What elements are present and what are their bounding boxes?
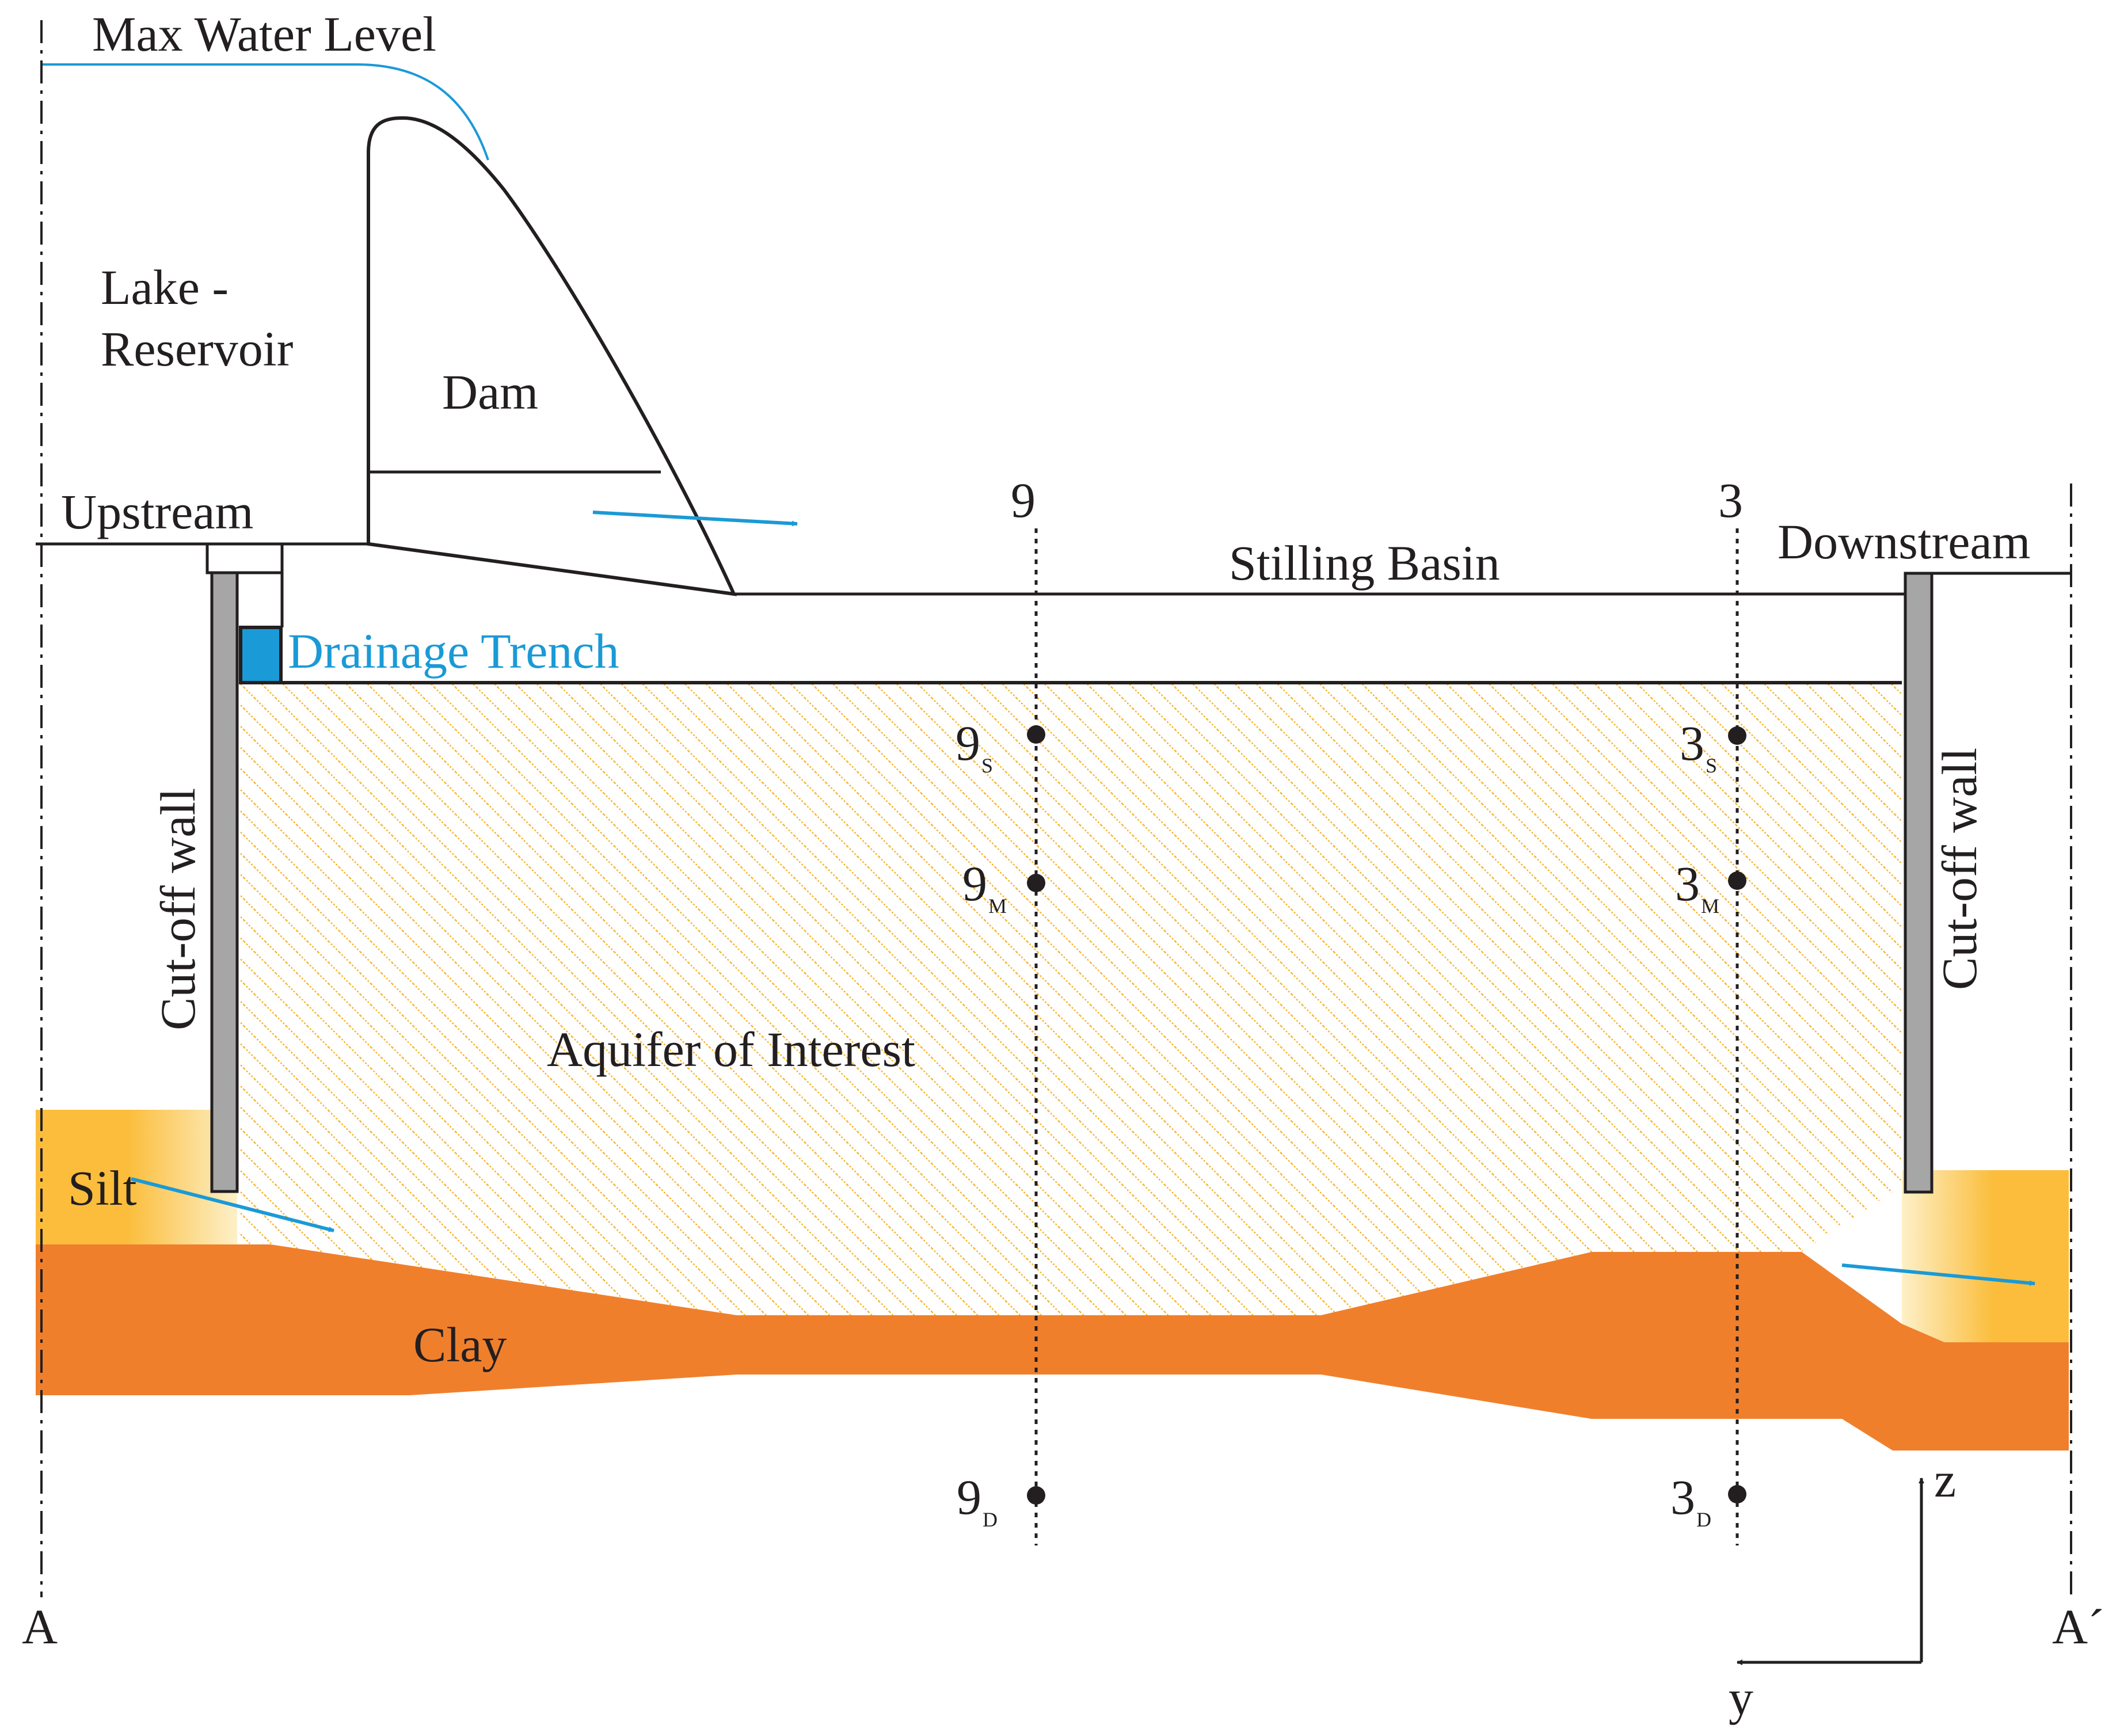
flow-arrow-silt — [131, 1177, 334, 1232]
section-a-prime-label: A´ — [2052, 1599, 2104, 1654]
cutoff-wall-right — [1904, 572, 1933, 1194]
well-point-9d-label: 9D — [957, 1469, 998, 1531]
dam-label: Dam — [442, 364, 538, 420]
drainage-trench-label: Drainage Trench — [288, 623, 619, 679]
flow-arrow-dam — [592, 511, 798, 527]
well-point-9s-label: 9S — [956, 715, 993, 777]
z-axis-label: z — [1934, 1452, 1956, 1507]
aquifer-hatch-region — [239, 683, 1902, 1315]
stilling-basin-label: Stilling Basin — [1229, 535, 1500, 591]
cutoff-wall-right-label: Cut-off wall — [1932, 748, 1987, 990]
drainage-trench — [239, 626, 283, 684]
clay-label: Clay — [413, 1317, 507, 1372]
flow-arrow-downstream — [1841, 1263, 2035, 1286]
max-water-level-line — [41, 63, 489, 161]
silt-layer-left — [36, 1110, 237, 1244]
y-axis-label: y — [1729, 1670, 1753, 1725]
well-point-9m — [1027, 874, 1045, 892]
well-point-3d-label: 3D — [1670, 1469, 1711, 1531]
max-water-level-label: Max Water Level — [92, 6, 436, 62]
well-point-3s-label: 3S — [1680, 715, 1717, 777]
upstream-label: Upstream — [61, 484, 253, 539]
well-9-label: 9 — [1011, 473, 1036, 528]
dam-body — [367, 116, 737, 596]
clay-layer — [36, 1244, 2069, 1451]
silt-layer-right — [1902, 1170, 2069, 1343]
silt-label: Silt — [68, 1160, 137, 1216]
well-point-9s — [1027, 725, 1045, 744]
well-point-9m-label: 9M — [962, 856, 1007, 918]
downstream-label: Downstream — [1778, 514, 2030, 569]
cutoff-wall-left — [210, 571, 239, 1193]
drainage-cap — [205, 542, 284, 574]
lake-label-line2: Reservoir — [101, 321, 293, 376]
well-point-3m — [1728, 871, 1746, 890]
well-point-3m-label: 3M — [1675, 856, 1719, 918]
lake-label-line1: Lake - — [101, 260, 229, 315]
well-point-3s — [1728, 726, 1746, 745]
aquifer-label: Aquifer of Interest — [547, 1022, 915, 1077]
section-a-label: A — [22, 1599, 58, 1654]
well-point-9d — [1027, 1486, 1045, 1505]
cutoff-wall-left-label: Cut-off wall — [150, 788, 205, 1030]
well-3-label: 3 — [1718, 473, 1743, 528]
well-point-3d — [1728, 1485, 1746, 1503]
